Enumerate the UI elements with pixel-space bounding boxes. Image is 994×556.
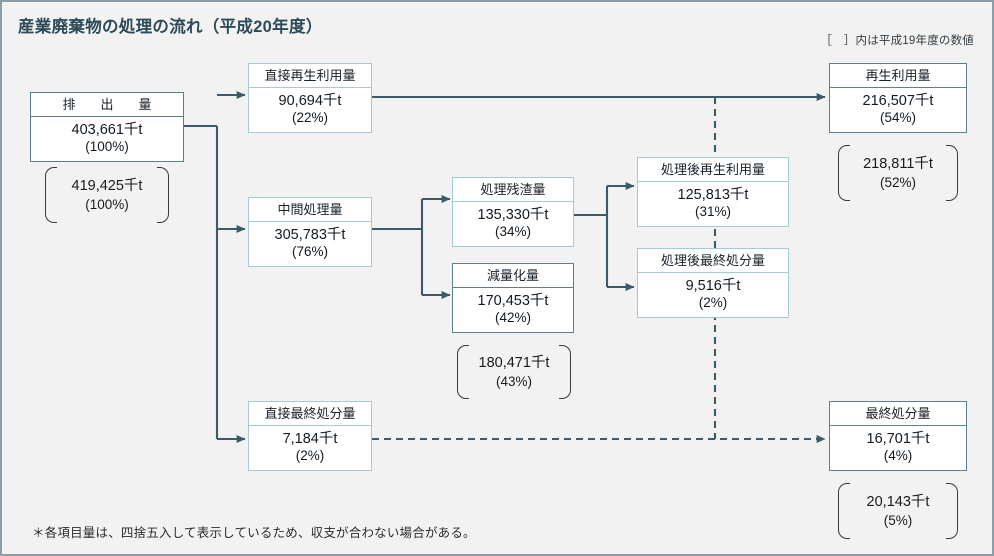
node-haishutsu-label: 排 出 量 xyxy=(31,93,183,117)
bracket-left xyxy=(45,167,57,223)
node-haishutsu[interactable]: 排 出 量 403,661千t (100%) xyxy=(30,92,184,162)
node-chokusetsu-saisei[interactable]: 直接再生利用量 90,694千t (22%) xyxy=(248,63,372,133)
node-saishu-shobun-pct: (4%) xyxy=(883,448,913,464)
prior-genryoka-inner: 180,471千t (43%) xyxy=(457,354,571,390)
node-shorigo-saisei-pct: (31%) xyxy=(694,204,731,220)
node-saisei-riyou-label: 再生利用量 xyxy=(830,64,966,88)
node-chukan[interactable]: 中間処理量 305,783千t (76%) xyxy=(248,197,372,267)
node-zansa-amount: 135,330千t xyxy=(477,207,549,223)
prior-saisei-riyou: 218,811千t (52%) xyxy=(838,145,958,201)
node-saishu-shobun-label: 最終処分量 xyxy=(830,402,966,426)
node-genryoka-body: 170,453千t (42%) xyxy=(453,288,573,332)
prior-genryoka-amount: 180,471千t xyxy=(478,354,550,371)
node-chukan-body: 305,783千t (76%) xyxy=(249,222,371,266)
node-chukan-amount: 305,783千t xyxy=(274,227,346,243)
page-title: 産業廃棄物の処理の流れ（平成20年度） xyxy=(18,18,323,36)
prior-saisei-riyou-inner: 218,811千t (52%) xyxy=(838,155,958,191)
node-chokusetsu-saisei-pct: (22%) xyxy=(291,110,328,126)
node-saisei-riyou-amount: 216,507千t xyxy=(862,93,934,109)
node-chokusetsu-saishu-label: 直接最終処分量 xyxy=(249,402,371,426)
node-saishu-shobun-amount: 16,701千t xyxy=(866,431,930,447)
node-genryoka[interactable]: 減量化量 170,453千t (42%) xyxy=(452,263,574,333)
legend-note: ［ ］内は平成19年度の数値 xyxy=(820,35,974,47)
node-shorigo-saishu-label: 処理後最終処分量 xyxy=(638,249,788,273)
prior-saisei-riyou-amount: 218,811千t xyxy=(863,155,933,172)
node-shorigo-saisei[interactable]: 処理後再生利用量 125,813千t (31%) xyxy=(637,157,789,227)
node-shorigo-saishu[interactable]: 処理後最終処分量 9,516千t (2%) xyxy=(637,248,789,318)
node-saisei-riyou-pct: (54%) xyxy=(879,110,916,126)
prior-saishu-shobun-amount: 20,143千t xyxy=(866,493,930,510)
node-saisei-riyou[interactable]: 再生利用量 216,507千t (54%) xyxy=(829,63,967,133)
node-shorigo-saisei-label: 処理後再生利用量 xyxy=(638,158,788,182)
node-haishutsu-body: 403,661千t (100%) xyxy=(31,117,183,161)
node-chokusetsu-saisei-amount: 90,694千t xyxy=(278,93,342,109)
node-chokusetsu-saishu[interactable]: 直接最終処分量 7,184千t (2%) xyxy=(248,401,372,471)
node-chokusetsu-saishu-body: 7,184千t (2%) xyxy=(249,426,371,470)
footnote: ＊各項目量は、四捨五入して表示しているため、収支が合わない場合がある。 xyxy=(32,526,476,540)
node-haishutsu-amount: 403,661千t xyxy=(71,122,143,138)
prior-genryoka: 180,471千t (43%) xyxy=(457,345,571,399)
node-zansa-pct: (34%) xyxy=(494,224,531,240)
node-chokusetsu-saishu-amount: 7,184千t xyxy=(282,431,338,447)
node-chukan-pct: (76%) xyxy=(291,244,328,260)
node-shorigo-saisei-amount: 125,813千t xyxy=(677,187,749,203)
bracket-left xyxy=(838,145,850,201)
prior-haishutsu-amount: 419,425千t xyxy=(71,177,143,194)
node-genryoka-pct: (42%) xyxy=(494,310,531,326)
prior-saishu-shobun-inner: 20,143千t (5%) xyxy=(838,493,958,529)
node-shorigo-saisei-body: 125,813千t (31%) xyxy=(638,182,788,226)
prior-haishutsu-pct: (100%) xyxy=(85,196,129,212)
node-saishu-shobun-body: 16,701千t (4%) xyxy=(830,426,966,470)
prior-saishu-shobun: 20,143千t (5%) xyxy=(838,483,958,539)
node-haishutsu-pct: (100%) xyxy=(85,139,129,155)
node-shorigo-saishu-pct: (2%) xyxy=(698,295,728,311)
node-chokusetsu-saisei-body: 90,694千t (22%) xyxy=(249,88,371,132)
node-zansa-label: 処理残渣量 xyxy=(453,178,573,202)
prior-haishutsu-inner: 419,425千t (100%) xyxy=(45,177,169,213)
prior-saishu-shobun-pct: (5%) xyxy=(883,512,913,528)
node-shorigo-saishu-amount: 9,516千t xyxy=(685,278,741,294)
node-chokusetsu-saishu-pct: (2%) xyxy=(295,448,325,464)
node-genryoka-label: 減量化量 xyxy=(453,264,573,288)
node-chokusetsu-saisei-label: 直接再生利用量 xyxy=(249,64,371,88)
node-shorigo-saishu-body: 9,516千t (2%) xyxy=(638,273,788,317)
node-saishu-shobun[interactable]: 最終処分量 16,701千t (4%) xyxy=(829,401,967,471)
prior-haishutsu: 419,425千t (100%) xyxy=(45,167,169,223)
bracket-left xyxy=(457,345,469,399)
bracket-left xyxy=(838,483,850,539)
node-zansa[interactable]: 処理残渣量 135,330千t (34%) xyxy=(452,177,574,247)
node-saisei-riyou-body: 216,507千t (54%) xyxy=(830,88,966,132)
node-genryoka-amount: 170,453千t xyxy=(477,293,549,309)
node-zansa-body: 135,330千t (34%) xyxy=(453,202,573,246)
prior-saisei-riyou-pct: (52%) xyxy=(879,174,916,190)
prior-genryoka-pct: (43%) xyxy=(495,373,532,389)
node-chukan-label: 中間処理量 xyxy=(249,198,371,222)
